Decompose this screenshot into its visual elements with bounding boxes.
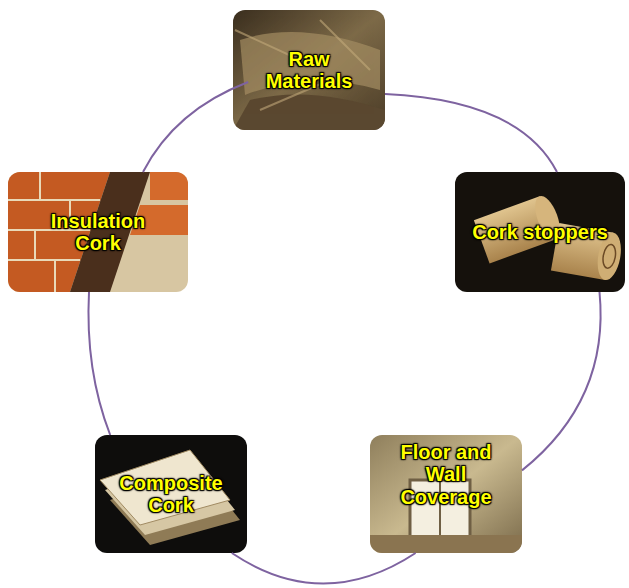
node-label: Cork stoppers <box>472 221 608 243</box>
picture-box: Floor and Wall Coverage <box>370 435 522 553</box>
node-label: Floor and Wall Coverage <box>391 441 501 508</box>
node-label: Raw Materials <box>254 48 364 93</box>
picture-box: Composite Cork <box>95 435 247 553</box>
cycle-arc <box>522 292 601 470</box>
cycle-arc <box>385 94 557 172</box>
cycle-arc <box>88 292 110 435</box>
node-label: Insulation Cork <box>38 210 158 255</box>
cycle-arc <box>232 553 416 584</box>
picture-box: Raw Materials <box>233 10 385 130</box>
cycle-arc <box>143 82 248 172</box>
node-label: Composite Cork <box>116 472 226 517</box>
picture-box: Insulation Cork <box>8 172 188 292</box>
picture-box: Cork stoppers <box>455 172 625 292</box>
